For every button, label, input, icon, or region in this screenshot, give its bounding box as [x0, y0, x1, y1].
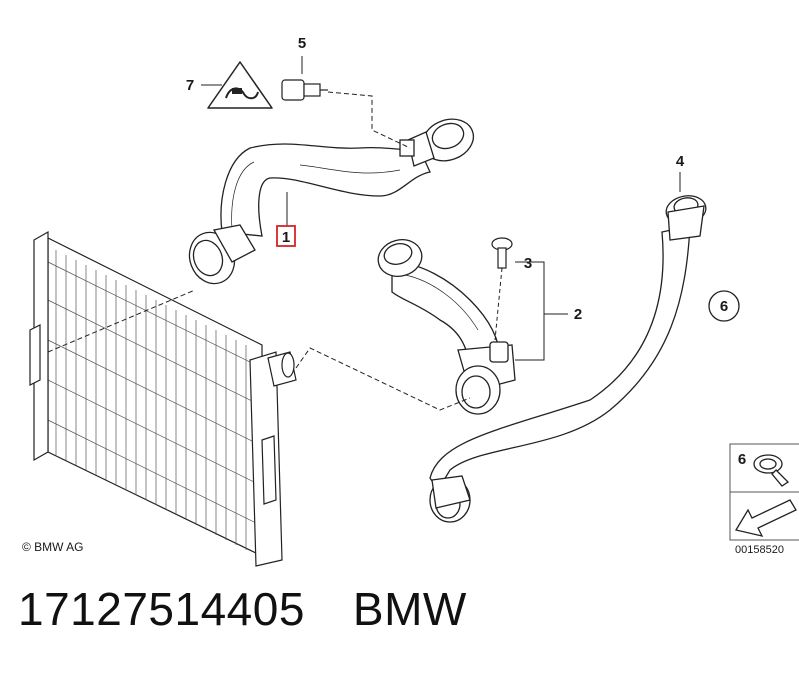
callout-5: 5: [298, 35, 306, 52]
highlight-box-1: [276, 225, 296, 247]
hose-clamp-icon: [753, 454, 790, 487]
warning-triangle-icon: [207, 61, 273, 109]
copyright-text: © BMW AG: [22, 540, 84, 554]
callout-6-circle: [708, 290, 740, 322]
drawing-number: 00158520: [735, 544, 784, 556]
arrow-icon: [734, 499, 797, 537]
callout-2: 2: [574, 306, 582, 323]
part-number: 17127514405: [18, 583, 305, 635]
part-number-caption: 17127514405 BMW: [18, 582, 515, 636]
callout-4: 4: [676, 153, 685, 170]
hose-4: [429, 195, 707, 523]
callout-7: 7: [186, 77, 194, 94]
callout-6: 6: [720, 298, 728, 315]
brand-name: BMW: [352, 583, 467, 635]
radiator: [29, 230, 297, 567]
hose-2: [377, 239, 516, 415]
legend-box: 6: [729, 443, 799, 541]
callout-3: 3: [524, 255, 532, 272]
legend-callout-6: 6: [738, 451, 746, 468]
screw-3: [491, 237, 513, 269]
leader-lines: [47, 56, 681, 411]
hose-1: [188, 118, 475, 285]
callout-1: 1: [282, 229, 290, 246]
sensor-5: [281, 79, 328, 101]
